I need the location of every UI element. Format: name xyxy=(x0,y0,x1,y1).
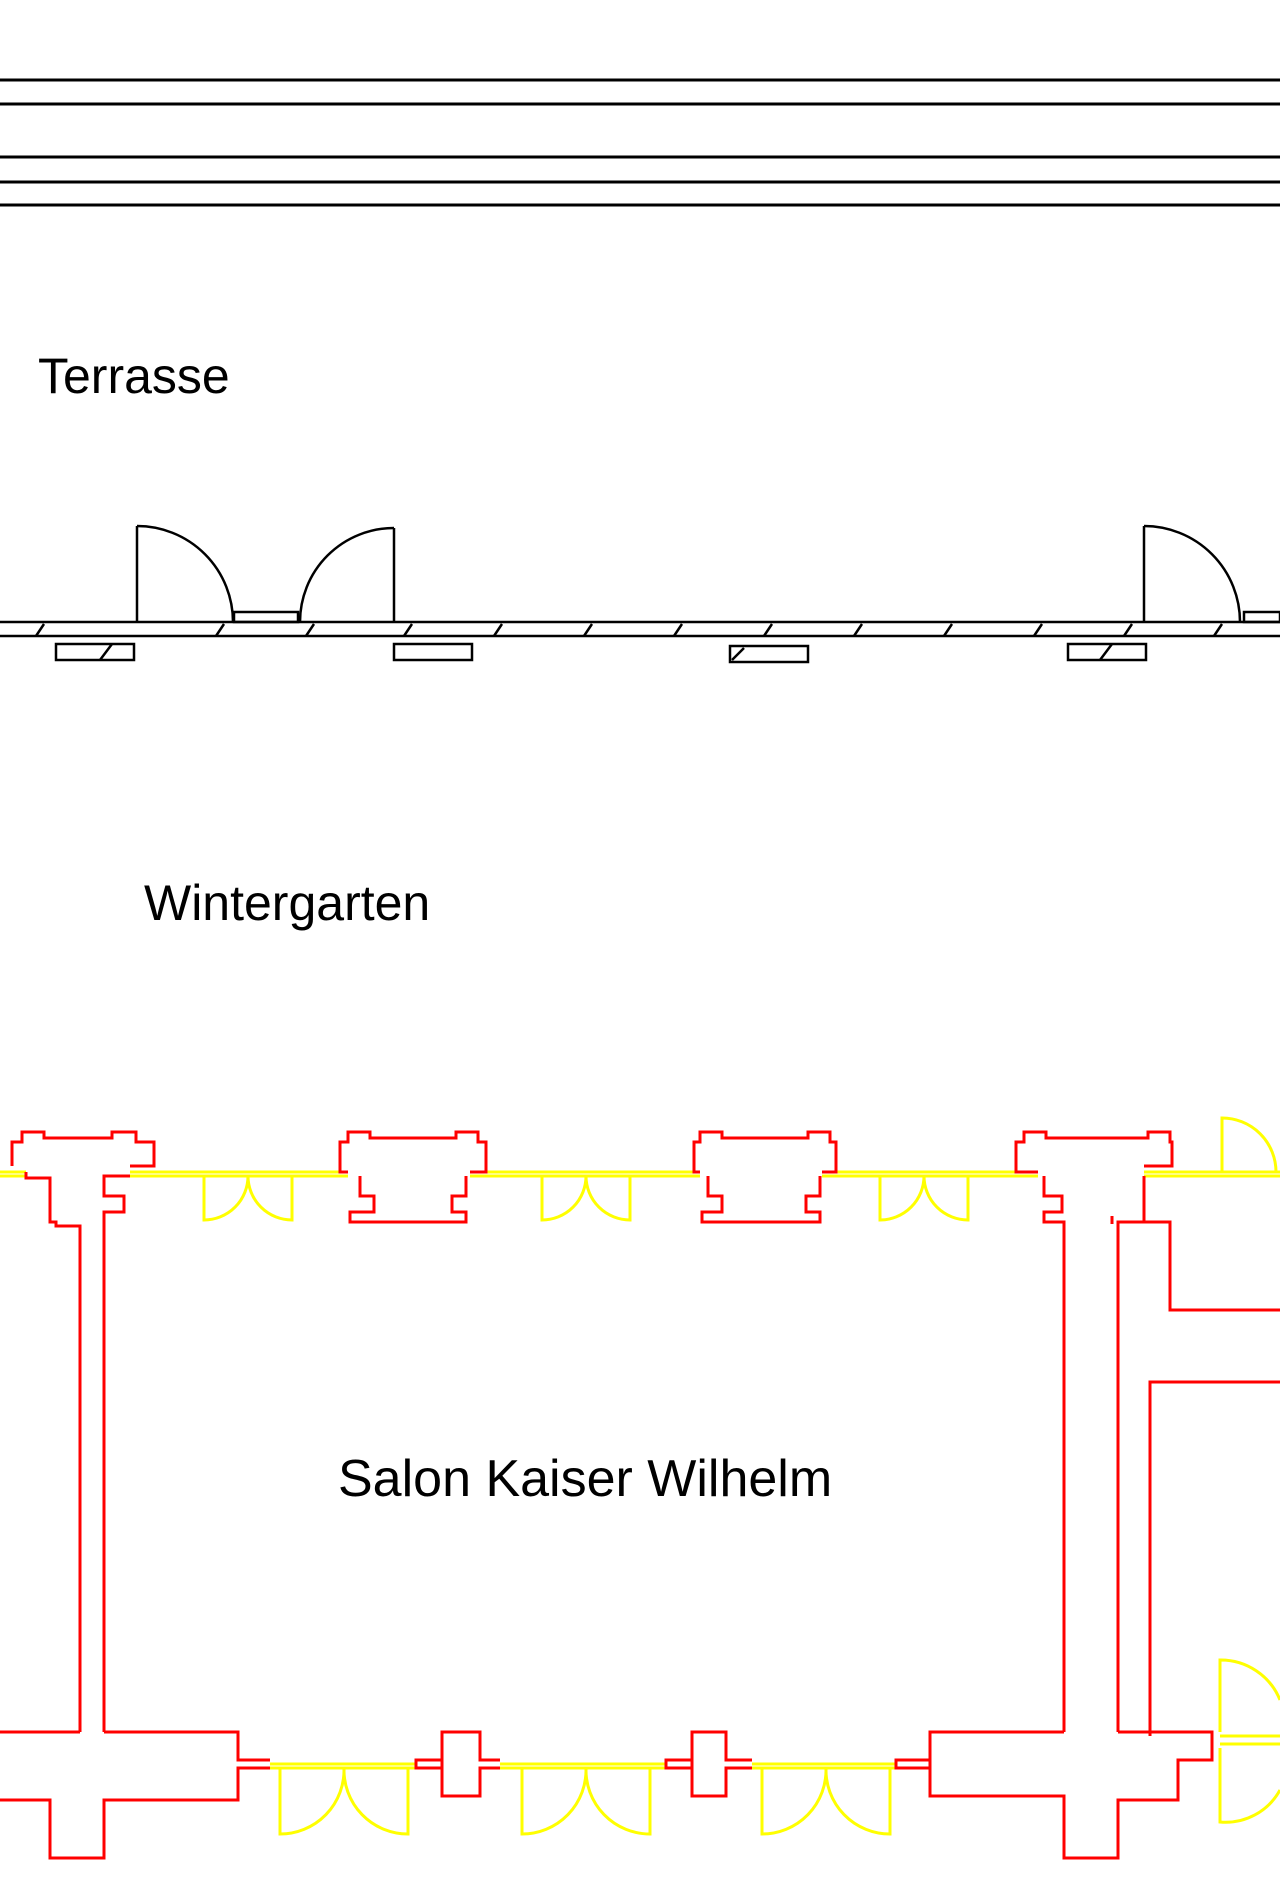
room-label-salon: Salon Kaiser Wilhelm xyxy=(338,1450,832,1508)
room-label-wintergarten: Wintergarten xyxy=(144,875,430,931)
room-label-terrasse: Terrasse xyxy=(38,348,230,404)
top-band-lines xyxy=(0,78,1280,207)
salon-top-windows xyxy=(0,1116,1280,1222)
salon-bottom-windows xyxy=(270,1658,1280,1836)
terrace-wall xyxy=(0,524,1280,664)
salon-walls xyxy=(0,1130,1280,1860)
